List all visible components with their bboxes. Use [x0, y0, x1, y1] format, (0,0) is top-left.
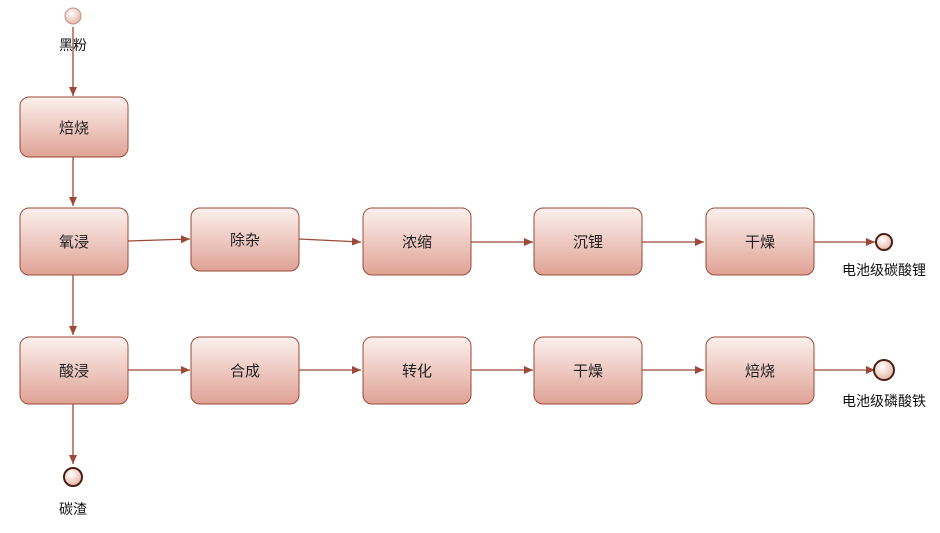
start-circle	[64, 7, 82, 25]
process-label-convert: 转化	[402, 362, 432, 380]
process-box-roast2: 焙烧	[705, 336, 815, 405]
process-label-roast1: 焙烧	[59, 119, 89, 137]
process-box-precip-li: 沉锂	[533, 207, 643, 276]
process-box-convert: 转化	[362, 336, 472, 405]
process-label-acid-leach: 酸浸	[59, 362, 89, 380]
process-box-oxy-leach: 氧浸	[19, 207, 129, 276]
process-label-dry2: 干燥	[573, 362, 603, 380]
process-box-dry2: 干燥	[533, 336, 643, 405]
process-label-dry1: 干燥	[745, 233, 775, 251]
process-label-roast2: 焙烧	[745, 362, 775, 380]
end-label-fe-phosphate: 电池级磷酸铁	[842, 394, 926, 410]
process-label-synthesis: 合成	[230, 362, 260, 380]
end-label-carbon-residue: 碳渣	[59, 502, 87, 518]
edges	[69, 27, 875, 464]
process-label-precip-li: 沉锂	[573, 233, 603, 251]
end-circle-fe-phosphate	[873, 359, 895, 381]
edge-oxyleach-remove	[127, 235, 191, 244]
process-box-roast1: 焙烧	[19, 96, 129, 158]
process-box-dry1: 干燥	[705, 207, 815, 276]
process-box-remove-impurity: 除杂	[190, 207, 300, 272]
process-box-acid-leach: 酸浸	[19, 336, 129, 405]
end-node-carbon-residue: 碳渣	[59, 467, 87, 518]
end-node-fe-phosphate: 电池级磷酸铁	[842, 359, 926, 410]
end-label-li-carbonate: 电池级碳酸锂	[842, 263, 926, 279]
process-label-concentrate: 浓缩	[402, 233, 432, 251]
process-box-synthesis: 合成	[190, 336, 300, 405]
process-label-oxy-leach: 氧浸	[59, 233, 89, 251]
end-circle-carbon-residue	[63, 467, 83, 487]
process-box-concentrate: 浓缩	[362, 207, 472, 276]
end-circle-li-carbonate	[875, 233, 893, 251]
edge-remove-concentrate	[298, 237, 362, 246]
process-label-remove-impurity: 除杂	[230, 231, 260, 249]
end-node-li-carbonate: 电池级碳酸锂	[842, 233, 926, 279]
start-node: 黑粉	[59, 7, 87, 54]
start-label: 黑粉	[59, 38, 87, 54]
